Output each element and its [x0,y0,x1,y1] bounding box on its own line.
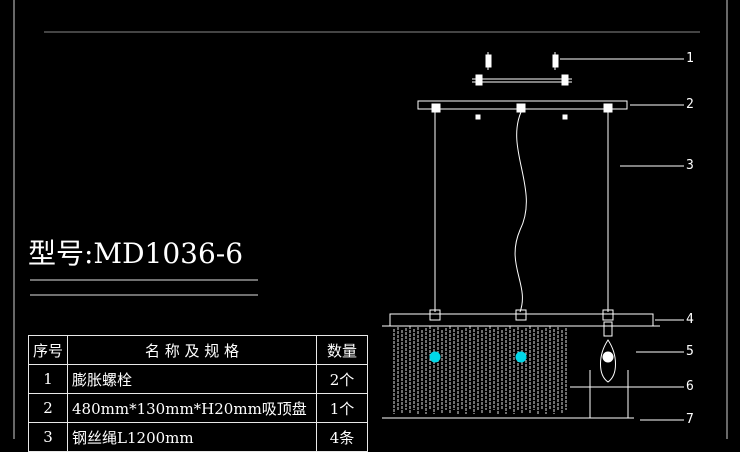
parts-table: 序号 名 称 及 规 格 数量 1 膨胀螺栓 2个 2 480mm*130mm*… [27,335,369,452]
row-index: 3 [27,422,69,452]
header-index: 序号 [27,335,69,365]
ceiling-plate [417,100,628,120]
header-qty: 数量 [316,335,369,365]
steel-wires [434,111,609,313]
row-name: 钢丝绳L1200mm [67,422,318,452]
row-name: 膨胀螺栓 [67,364,318,394]
table-row: 3 钢丝绳L1200mm 4条 [27,422,369,452]
row-qty: 2个 [316,364,369,394]
lamp-frame [382,309,660,327]
table-header-row: 序号 名 称 及 规 格 数量 [27,335,369,365]
table-row: 2 480mm*130mm*H20mm吸顶盘 1个 [27,393,369,423]
callout-1: 1 [686,51,694,66]
row-qty: 4条 [316,422,369,452]
expansion-bolts [485,52,559,70]
callout-6: 6 [686,379,694,394]
row-index: 1 [27,364,69,394]
mounting-bar [472,74,572,86]
callout-7: 7 [686,412,694,427]
callout-2: 2 [686,97,694,112]
row-index: 2 [27,393,69,423]
model-title: 型号:MD1036-6 [28,237,244,270]
row-name: 480mm*130mm*H20mm吸顶盘 [67,393,318,423]
callout-5: 5 [686,344,694,359]
crystal-rods [393,326,567,414]
table-row: 1 膨胀螺栓 2个 [27,364,369,394]
drawing-canvas: 型号:MD1036-6 1 2 3 4 5 6 7 序号 名 称 及 规 格 数… [13,0,728,452]
header-name: 名 称 及 规 格 [67,335,318,365]
row-qty: 1个 [316,393,369,423]
callout-3: 3 [686,158,694,173]
bulbs [429,321,616,383]
leader-lines [560,58,684,421]
callout-4: 4 [686,312,694,327]
lamp-elevation-drawing [13,0,728,439]
lamp-base [382,370,634,419]
